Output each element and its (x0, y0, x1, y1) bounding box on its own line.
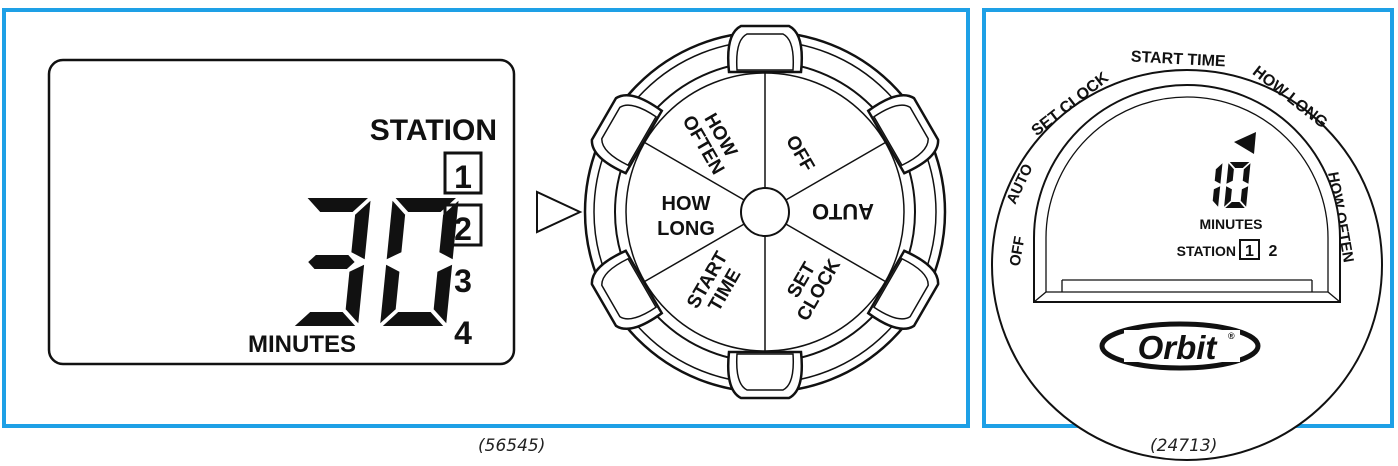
station-number-2: 2 (454, 211, 472, 247)
digit-segment (294, 312, 356, 326)
dial-grip[interactable] (727, 350, 803, 400)
digit-segment (307, 198, 368, 212)
triangle-pointer-icon (536, 190, 583, 234)
digit-segment (386, 200, 406, 260)
left-model-panel (2, 8, 970, 428)
digit-segment (433, 264, 453, 324)
ring-label-off: OFF (1007, 235, 1029, 267)
station-number-1: 1 (454, 159, 472, 195)
orbit-registered-mark: ® (1228, 331, 1235, 341)
digit-segment (382, 312, 444, 326)
orbit-lcd-station-label: STATION (1177, 243, 1236, 259)
orbit-lcd-minutes-digits (1212, 162, 1251, 208)
dial-divider (785, 141, 886, 201)
orbit-lcd-screen (1033, 84, 1341, 303)
digit-segment (308, 255, 355, 269)
model-caption-left: (56545) (478, 436, 546, 456)
orbit-station-1-box (1239, 239, 1260, 260)
lcd-minutes-digits (294, 198, 459, 326)
dial-grip[interactable] (866, 87, 945, 175)
selector-dial[interactable] (583, 24, 947, 400)
dial-grip[interactable] (866, 249, 945, 337)
dial-label-auto[interactable]: AUTO (812, 199, 874, 224)
digit-segment (395, 198, 456, 212)
orbit-brand-name: Orbit (1138, 329, 1219, 366)
digit-segment (380, 264, 400, 324)
digit-segment (345, 264, 365, 324)
dial-divider (785, 223, 886, 283)
dial-grip[interactable] (727, 24, 803, 74)
digit-segment (351, 200, 371, 260)
triangle-pointer-icon (1234, 132, 1256, 154)
dial-divider (644, 141, 745, 201)
dial-grip[interactable] (586, 249, 664, 337)
orbit-station-number-1: 1 (1245, 243, 1254, 260)
lcd-station-label: STATION (370, 114, 497, 147)
digit-segment (1212, 186, 1221, 207)
station-number-3: 3 (454, 263, 472, 299)
digit-segment (1225, 202, 1245, 208)
dial-divider (644, 223, 745, 283)
digit-segment (1224, 186, 1232, 207)
dial-grip[interactable] (586, 87, 664, 175)
orbit-lcd-units-label: MINUTES (1200, 216, 1263, 232)
orbit-logo: Orbit ® (1099, 321, 1261, 371)
digit-segment (1242, 163, 1251, 184)
ring-label-start-time: START TIME (1130, 49, 1226, 71)
digit-segment (439, 200, 459, 260)
digit-segment (1240, 186, 1249, 207)
lcd-screen (47, 58, 516, 366)
digit-segment (1229, 162, 1250, 168)
digit-segment (1226, 163, 1234, 184)
model-caption-right: (24713) (1150, 436, 1218, 456)
station-number-4: 4 (454, 315, 472, 351)
digit-segment (1214, 163, 1223, 184)
station-1-box (443, 151, 483, 195)
orbit-station-number-2: 2 (1269, 243, 1278, 260)
lcd-units-label: MINUTES (248, 331, 356, 358)
